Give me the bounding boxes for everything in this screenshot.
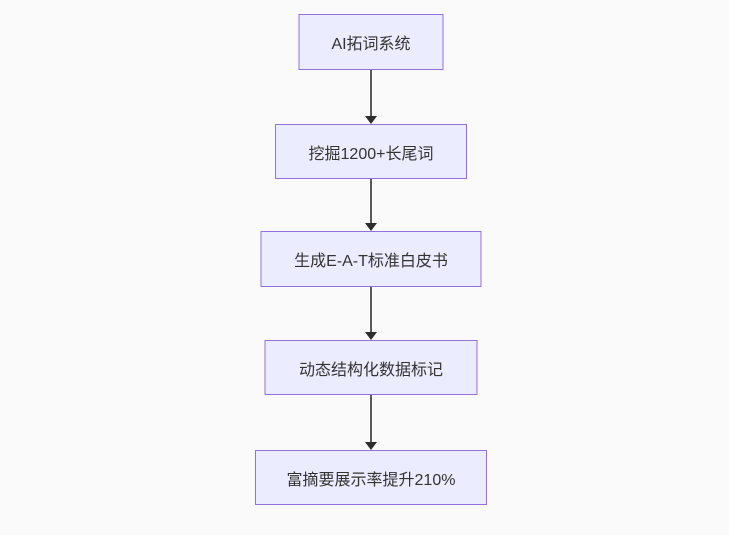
edge-line [370,70,372,117]
flow-edge-4 [364,395,378,450]
flow-node-structured-data: 动态结构化数据标记 [264,340,478,395]
flow-node-longtail-words: 挖掘1200+长尾词 [275,124,467,179]
edge-line [370,179,372,224]
flow-node-label: 动态结构化数据标记 [298,361,443,379]
flow-node-rich-snippet-result: 富摘要展示率提升210% [255,450,487,505]
flow-node-label: AI拓词系统 [331,36,411,53]
flow-edge-2 [364,179,378,231]
edge-line [370,395,372,443]
arrowhead-down-icon [365,116,377,124]
flow-node-label: 生成E-A-T标准白皮书 [294,253,448,270]
flow-edge-1 [364,70,378,124]
arrowhead-down-icon [365,442,377,450]
flow-node-ai-word-system: AI拓词系统 [298,14,444,70]
arrowhead-down-icon [365,332,377,340]
flow-edge-3 [364,287,378,340]
flow-node-eat-whitepaper: 生成E-A-T标准白皮书 [260,231,482,287]
flow-node-label: 挖掘1200+长尾词 [308,145,434,163]
edge-line [370,287,372,333]
flow-node-label: 富摘要展示率提升210% [286,471,456,489]
arrowhead-down-icon [365,223,377,231]
